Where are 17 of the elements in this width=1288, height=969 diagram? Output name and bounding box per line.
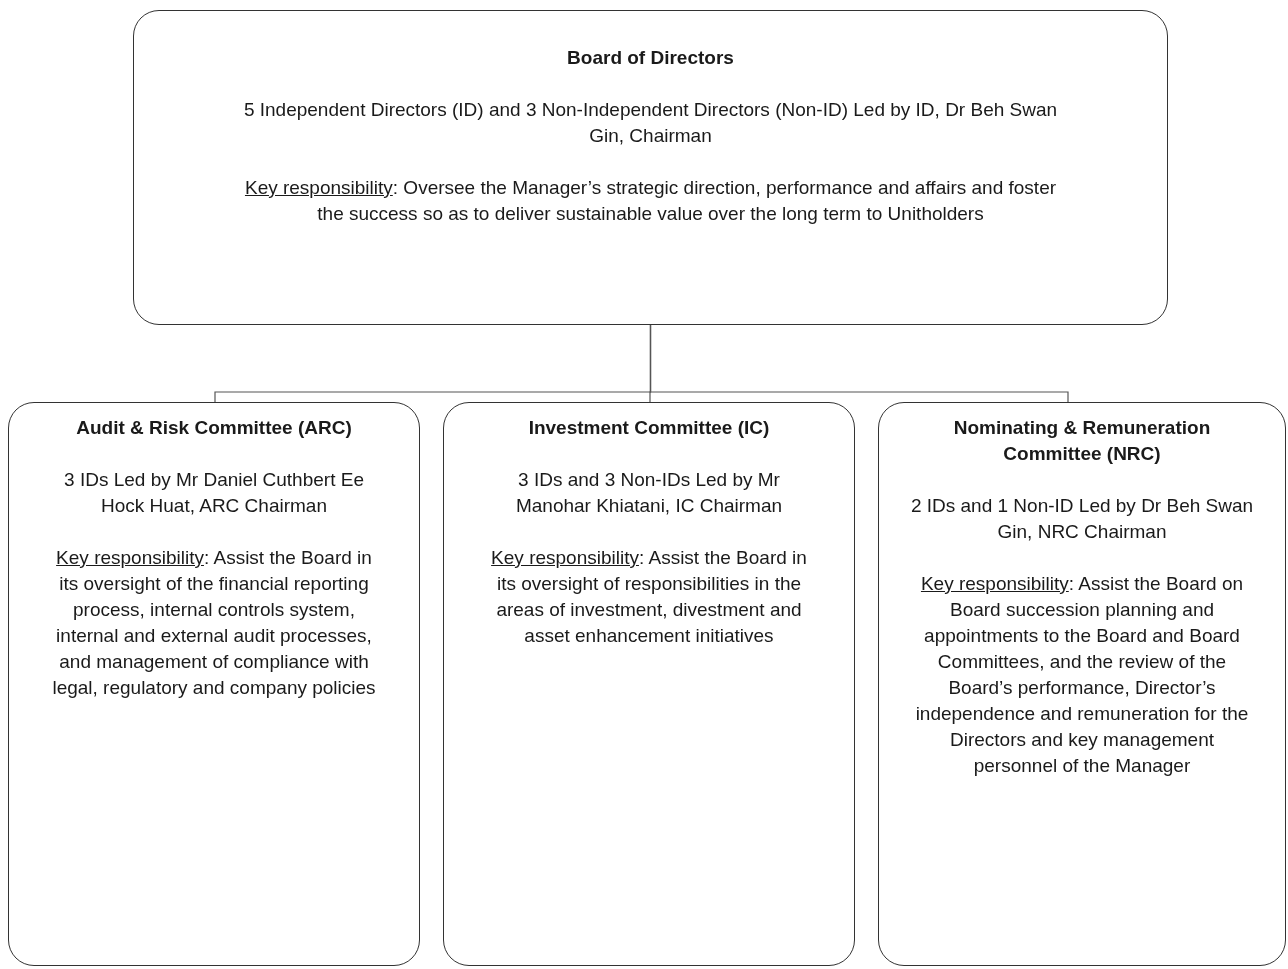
membership-text: 2 IDs and 1 Non-ID Led by Dr Beh Swan Gin, NRC Chairman <box>909 494 1255 544</box>
membership-text: 3 IDs and 3 Non-IDs Led by Mr Manohar Khiatani, IC Chairman <box>514 468 784 518</box>
committee-box <box>878 402 1286 966</box>
heading: Board of Directors <box>566 46 735 70</box>
heading: Audit & Risk Committee (ARC) <box>75 416 353 440</box>
responsibility-text: Key responsibility: Assist the Board in its oversight of the financial reporting process, internal controls system, internal and external audit processes, and management of compliance with legal, regulatory and company policies <box>51 546 377 700</box>
committee-box <box>443 402 855 966</box>
board-box <box>133 10 1168 325</box>
responsibility-text: Key responsibility: Assist the Board on Board succession planning and appointments to the Board and Board Committees, and the review of the Board’s performance, Director’s independence and remuneration for the Directors and key management personnel of the Manager <box>914 572 1250 778</box>
heading: Nominating & Remuneration Committee (NRC) <box>952 416 1212 466</box>
responsibility-text: Key responsibility: Assist the Board in its oversight of responsibilities in the areas of investment, divestment and asset enhancement initiatives <box>490 546 808 648</box>
membership-text: 5 Independent Directors (ID) and 3 Non-Independent Directors (Non-ID) Led by ID, Dr Beh Swan Gin, Chairman <box>242 98 1059 148</box>
responsibility-text: Key responsibility: Oversee the Manager’s strategic direction, performance and affairs and foster the success so as to deliver sustainable value over the long term to Unitholders <box>243 176 1058 226</box>
heading: Investment Committee (IC) <box>527 416 771 440</box>
membership-text: 3 IDs Led by Mr Daniel Cuthbert Ee Hock Huat, ARC Chairman <box>63 468 365 518</box>
committee-box <box>8 402 420 966</box>
connector-line <box>649 324 1069 403</box>
